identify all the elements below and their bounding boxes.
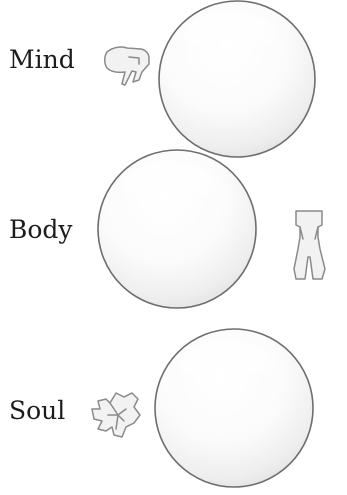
soul-label: Soul <box>9 396 65 425</box>
soul-sphere <box>155 329 313 487</box>
hand-icon <box>105 47 149 85</box>
body-label: Body <box>9 215 73 244</box>
body-figure-icon <box>294 211 325 279</box>
body-sphere <box>98 150 256 308</box>
heart-icon <box>92 393 140 437</box>
mind-sphere <box>159 1 315 157</box>
mind-label: Mind <box>9 45 75 74</box>
